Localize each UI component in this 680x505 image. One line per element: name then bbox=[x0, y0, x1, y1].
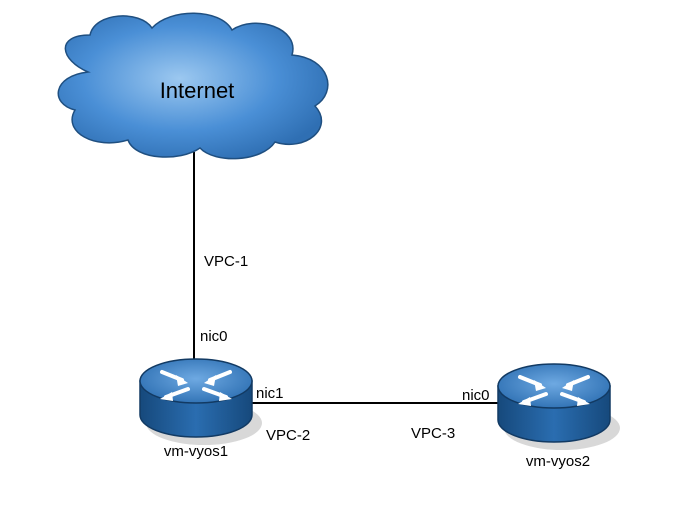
vyos1-label: vm-vyos1 bbox=[164, 443, 228, 460]
vyos2-label: vm-vyos2 bbox=[526, 453, 590, 470]
vyos1-nic1-label: nic1 bbox=[256, 385, 284, 402]
vpc2-label: VPC-2 bbox=[266, 427, 310, 444]
vyos1-nic0-label: nic0 bbox=[200, 328, 228, 345]
internet-label: Internet bbox=[160, 78, 235, 103]
cloud-icon bbox=[57, 12, 329, 160]
router-icon bbox=[497, 363, 620, 450]
router-icon bbox=[139, 358, 262, 445]
vyos2-nic0-label: nic0 bbox=[462, 387, 490, 404]
vpc1-label: VPC-1 bbox=[204, 253, 248, 270]
vpc3-label: VPC-3 bbox=[411, 425, 455, 442]
